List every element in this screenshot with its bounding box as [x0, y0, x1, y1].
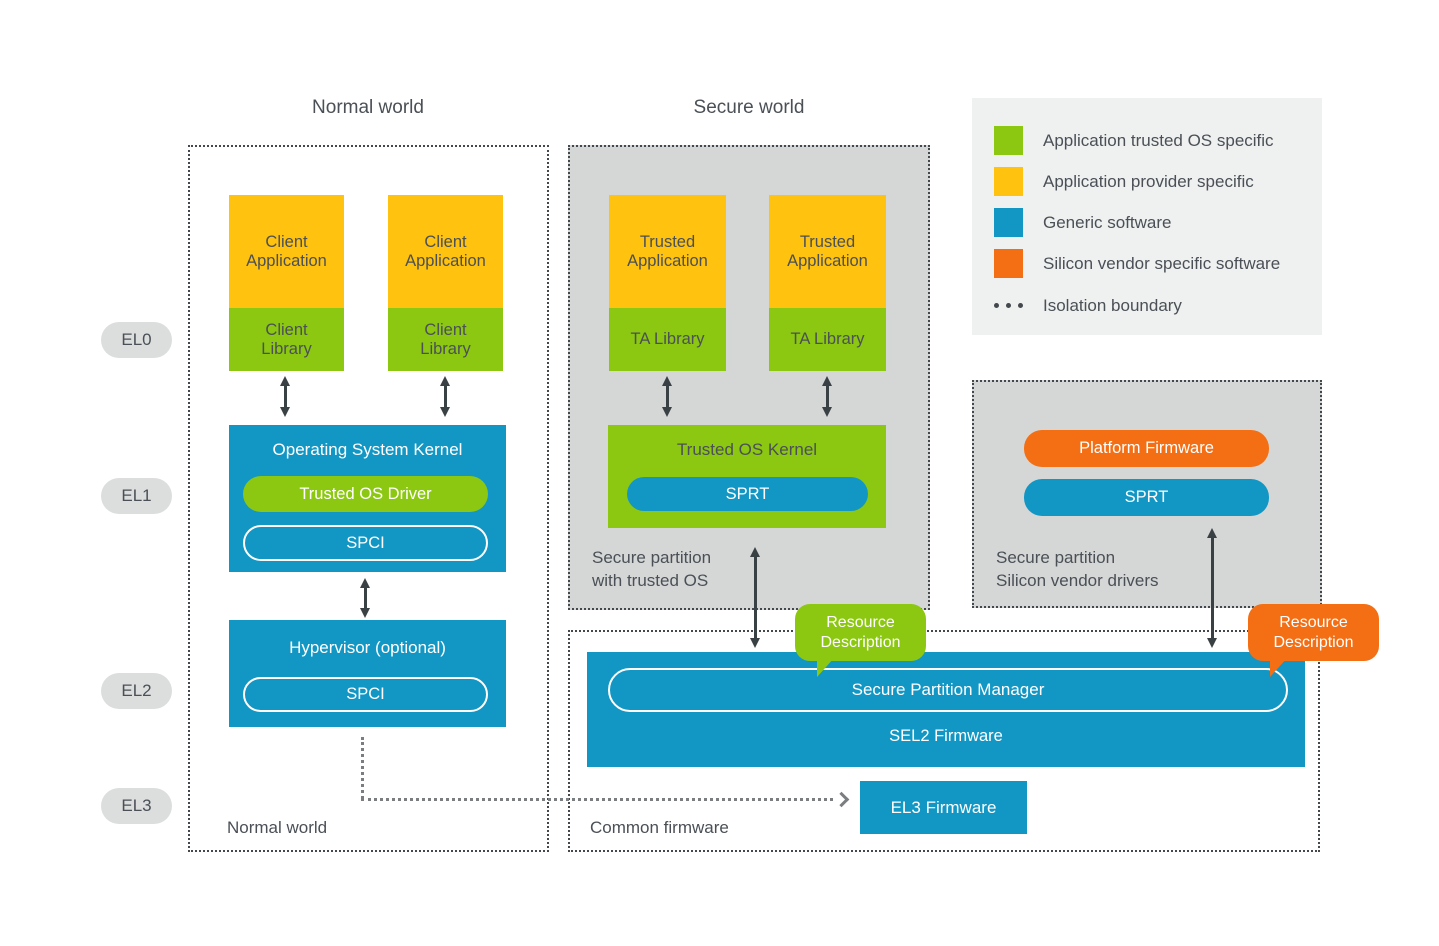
legend-label: Generic software: [1043, 212, 1172, 232]
normal-world-title: Normal world: [312, 97, 424, 118]
trusted-app-stack-1: Trusted Application TA Library: [609, 195, 726, 371]
trusted-os-kernel-box: Trusted OS Kernel SPRT: [608, 425, 886, 528]
client-app-stack-2: Client Application Client Library: [388, 195, 503, 371]
secure-partition-trusted-os-label: Secure partition with trusted OS: [592, 546, 762, 592]
el3-firmware-box: EL3 Firmware: [860, 781, 1027, 834]
legend-item-silicon-vendor: Silicon vendor specific software: [994, 249, 1280, 278]
trusted-app-stack-2: Trusted Application TA Library: [769, 195, 886, 371]
arrow-tos-kernel-spm: [754, 556, 757, 639]
el3-badge: EL3: [101, 788, 172, 824]
spci-pill: SPCI: [243, 677, 488, 712]
client-library-box: Client Library: [388, 308, 503, 371]
label-line: Silicon vendor drivers: [996, 571, 1159, 590]
hypervisor-title: Hypervisor (optional): [289, 638, 446, 657]
trusted-application-box: Trusted Application: [609, 195, 726, 308]
os-kernel-title: Operating System Kernel: [272, 440, 463, 459]
arrow-client-lib-os-kernel-2: [444, 385, 447, 408]
dotted-connector-vertical: [361, 737, 364, 799]
dotted-line-icon: [994, 303, 1023, 308]
operating-system-kernel-box: Operating System Kernel Trusted OS Drive…: [229, 425, 506, 572]
trusted-application-box: Trusted Application: [769, 195, 886, 308]
normal-world-bottom-label: Normal world: [227, 818, 328, 837]
green-swatch-icon: [994, 126, 1023, 155]
orange-swatch-icon: [994, 249, 1023, 278]
legend-item-provider: Application provider specific: [994, 167, 1254, 196]
arrow-ta-lib-tos-kernel-1: [666, 385, 669, 408]
resource-description-callout-green: Resource Description: [795, 604, 926, 677]
el1-badge: EL1: [101, 478, 172, 514]
client-application-box: Client Application: [388, 195, 503, 308]
platform-firmware-pill: Platform Firmware: [1024, 430, 1269, 467]
sel2-firmware-box: Secure Partition Manager SEL2 Firmware: [587, 652, 1305, 767]
legend: Application trusted OS specific Applicat…: [972, 98, 1322, 335]
client-library-box: Client Library: [229, 308, 344, 371]
label-line: Secure partition: [996, 548, 1116, 567]
arrow-os-kernel-hypervisor: [364, 587, 367, 609]
arrow-ta-lib-tos-kernel-2: [826, 385, 829, 408]
label-line: with trusted OS: [592, 571, 709, 590]
dotted-connector-horizontal: [361, 798, 833, 801]
trusted-os-driver-pill: Trusted OS Driver: [243, 476, 488, 512]
common-firmware-boundary: [568, 630, 1320, 852]
label-line: Secure partition: [592, 548, 712, 567]
ta-library-box: TA Library: [769, 308, 886, 371]
el0-badge: EL0: [101, 322, 172, 358]
legend-label: Silicon vendor specific software: [1043, 253, 1281, 273]
client-application-box: Client Application: [229, 195, 344, 308]
legend-label: Application trusted OS specific: [1043, 130, 1274, 150]
trusted-os-kernel-title: Trusted OS Kernel: [676, 440, 818, 459]
client-app-stack-1: Client Application Client Library: [229, 195, 344, 371]
sprt-pill: SPRT: [1024, 479, 1269, 516]
el2-badge: EL2: [101, 673, 172, 709]
resource-description-callout-orange: Resource Description: [1248, 604, 1379, 677]
blue-swatch-icon: [994, 208, 1023, 237]
sel2-firmware-label: SEL2 Firmware: [889, 727, 1003, 745]
spci-pill: SPCI: [243, 525, 488, 561]
common-firmware-label: Common firmware: [590, 818, 729, 837]
sprt-pill: SPRT: [627, 477, 868, 511]
secure-world-title: Secure world: [693, 97, 805, 118]
hypervisor-box: Hypervisor (optional) SPCI: [229, 620, 506, 727]
arrow-vendor-sprt-spm: [1211, 537, 1214, 639]
legend-label: Isolation boundary: [1043, 295, 1182, 315]
normal-world-boundary: [188, 145, 549, 852]
yellow-swatch-icon: [994, 167, 1023, 196]
legend-item-generic: Generic software: [994, 208, 1172, 237]
secure-partition-silicon-vendor-label: Secure partition Silicon vendor drivers: [996, 546, 1206, 592]
arrow-client-lib-os-kernel-1: [284, 385, 287, 408]
secure-partition-manager-pill: Secure Partition Manager: [608, 668, 1288, 712]
ta-library-box: TA Library: [609, 308, 726, 371]
legend-item-trusted-os: Application trusted OS specific: [994, 126, 1274, 155]
legend-label: Application provider specific: [1043, 171, 1254, 191]
legend-item-isolation-boundary: Isolation boundary: [994, 291, 1182, 320]
